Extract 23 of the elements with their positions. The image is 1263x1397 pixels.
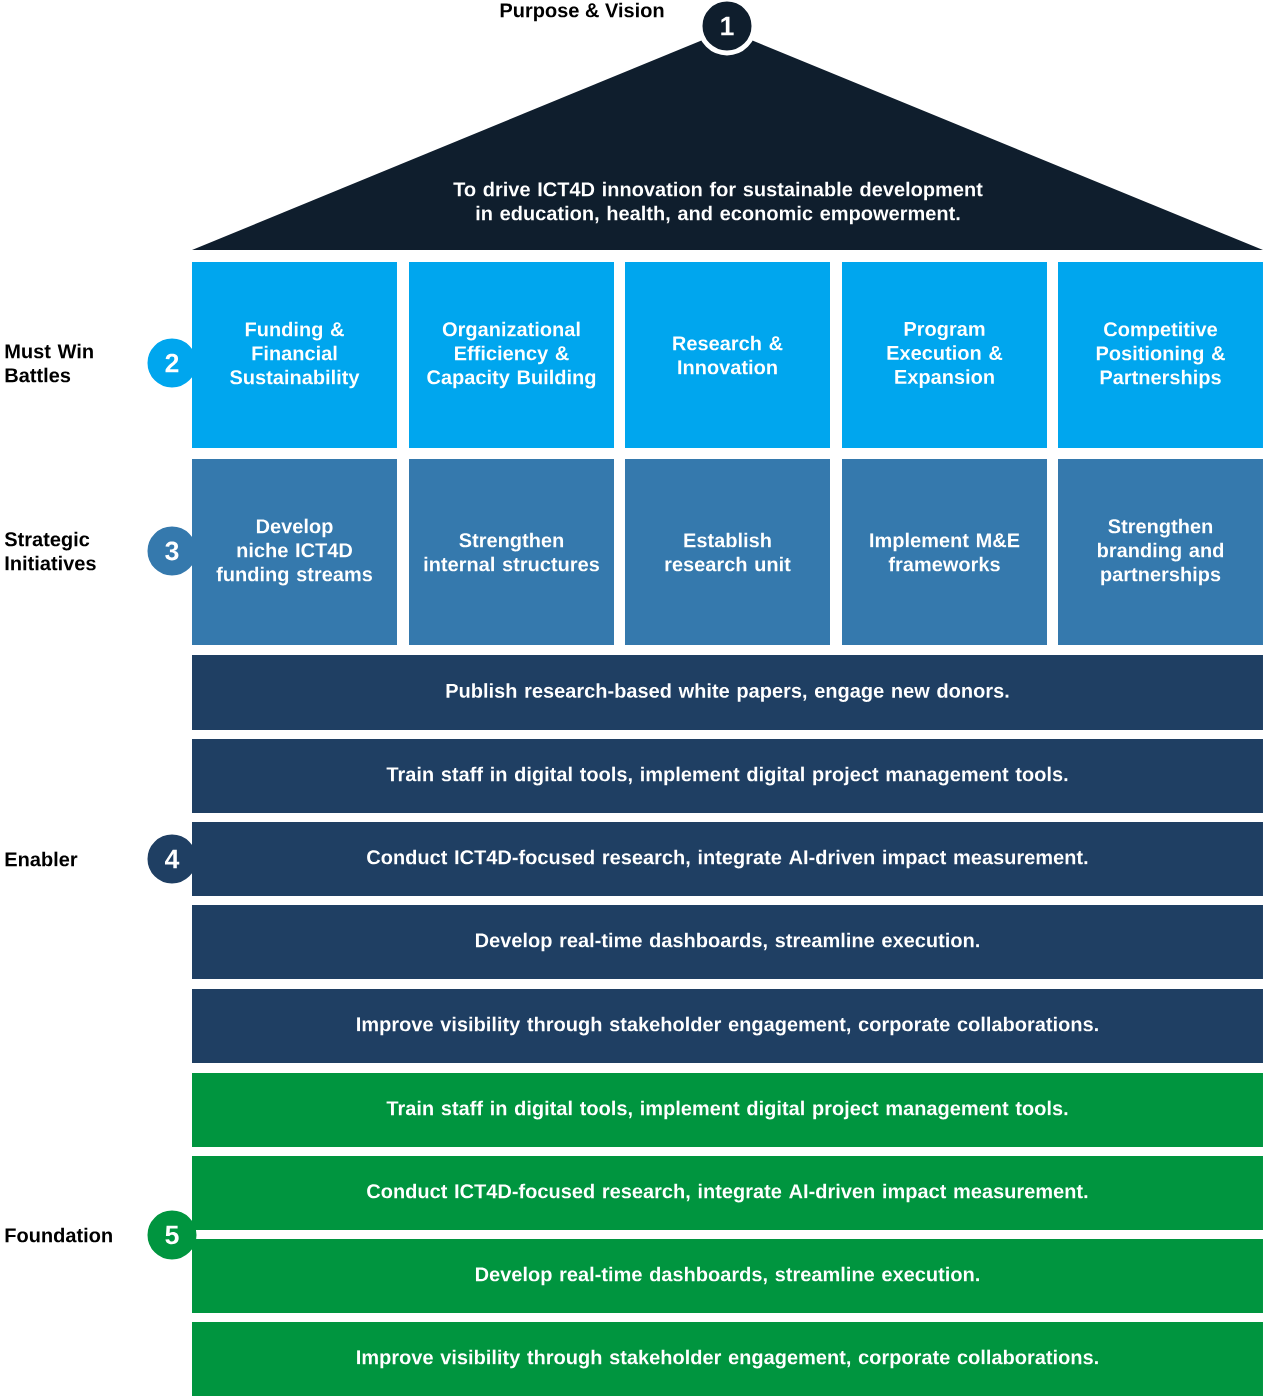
- enabler-bar: Improve visibility through stakeholder engagement, corporate collaborations.: [192, 989, 1263, 1063]
- pillar-box: Funding & Financial Sustainability: [192, 262, 397, 448]
- pillar-box: Research & Innovation: [625, 262, 830, 448]
- foundation-bar: Develop real-time dashboards, streamline execution.: [192, 1239, 1263, 1313]
- enabler-bar: Publish research-based white papers, engage new donors.: [192, 655, 1263, 730]
- pillar-box: Program Execution & Expansion: [842, 262, 1047, 448]
- initiative-box: Establish research unit: [625, 459, 830, 645]
- section-label: Strategic Initiatives: [4, 531, 96, 571]
- pillar-box: Organizational Efficiency & Capacity Building: [409, 262, 614, 448]
- initiative-box: Implement M&E frameworks: [842, 459, 1047, 645]
- initiative-box: Strengthen internal structures: [409, 459, 614, 645]
- enabler-bar: Train staff in digital tools, implement digital project management tools.: [192, 739, 1263, 813]
- pillar-box: Competitive Positioning & Partnerships: [1058, 262, 1263, 448]
- initiative-box: Strengthen branding and partnerships: [1058, 459, 1263, 645]
- foundation-bar: Conduct ICT4D-focused research, integrate AI-driven impact measurement.: [192, 1156, 1263, 1230]
- foundation-bar: Train staff in digital tools, implement digital project management tools.: [192, 1073, 1263, 1147]
- section-heading: Purpose & Vision: [500, 2, 664, 22]
- section-label: Must Win Battles: [5, 343, 93, 383]
- enabler-bar: Develop real-time dashboards, streamline execution.: [192, 905, 1263, 979]
- section-label: Foundation: [5, 1227, 112, 1243]
- foundation-bar: Improve visibility through stakeholder engagement, corporate collaborations.: [192, 1322, 1263, 1396]
- initiative-box: Develop niche ICT4D funding streams: [192, 459, 397, 645]
- section-label: Enabler: [5, 851, 78, 867]
